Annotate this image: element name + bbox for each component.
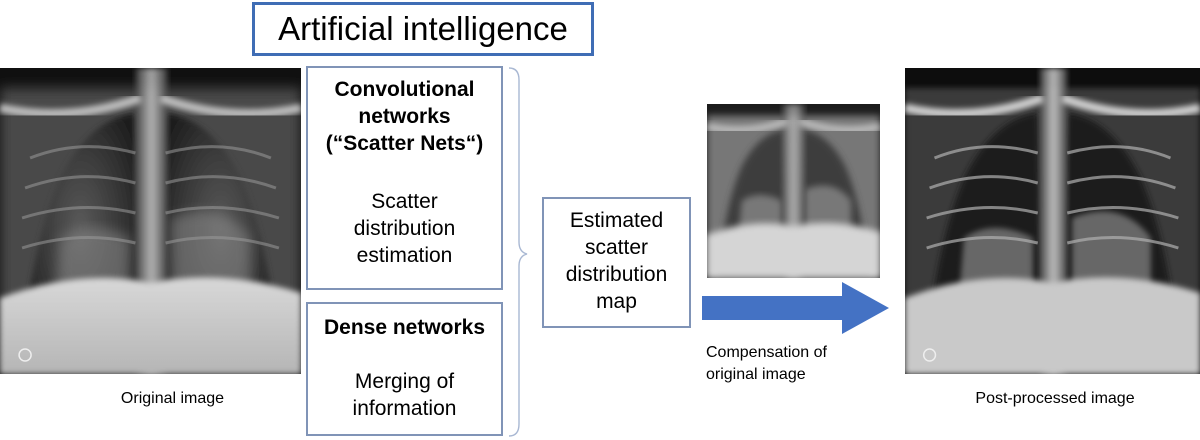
estimated-line-1: Estimated (569, 209, 664, 232)
estimated-line-2: scatter (584, 236, 649, 259)
title-box: Artificial intelligence (252, 2, 594, 56)
arrow-caption-line-1: Compensation of (706, 344, 827, 361)
diagram-title: Artificial intelligence (278, 10, 568, 47)
dense-body-line-2: information (352, 397, 457, 420)
dense-networks-box: Dense networks Merging of information (306, 302, 503, 436)
conv-body-line-1: Scatter (371, 190, 438, 213)
conv-heading-line-3: (“Scatter Nets“) (325, 132, 484, 155)
estimated-scatter-map-box: Estimated scatter distribution map (542, 197, 691, 328)
conv-body-line-2: distribution (353, 217, 456, 240)
conv-heading-line-2: networks (358, 105, 451, 128)
scatter-map-image (707, 104, 880, 278)
grouping-brace (508, 67, 528, 437)
post-processed-xray-image (905, 68, 1200, 374)
arrow-caption-line-2: original image (706, 366, 806, 383)
arrow-caption: Compensation of original image (706, 342, 866, 386)
conv-heading-line-1: Convolutional (334, 78, 475, 101)
convolutional-networks-box: Convolutional networks (“Scatter Nets“) … (306, 66, 503, 290)
conv-body-line-3: estimation (356, 244, 453, 267)
compensation-arrow (702, 282, 889, 334)
dense-body-line-1: Merging of (354, 370, 455, 393)
original-image-caption: Original image (120, 390, 225, 407)
post-processed-image-caption: Post-processed image (975, 390, 1135, 407)
estimated-line-3: distribution (565, 263, 668, 286)
estimated-line-4: map (596, 290, 637, 313)
original-xray-image (0, 68, 301, 374)
dense-heading: Dense networks (323, 316, 486, 339)
